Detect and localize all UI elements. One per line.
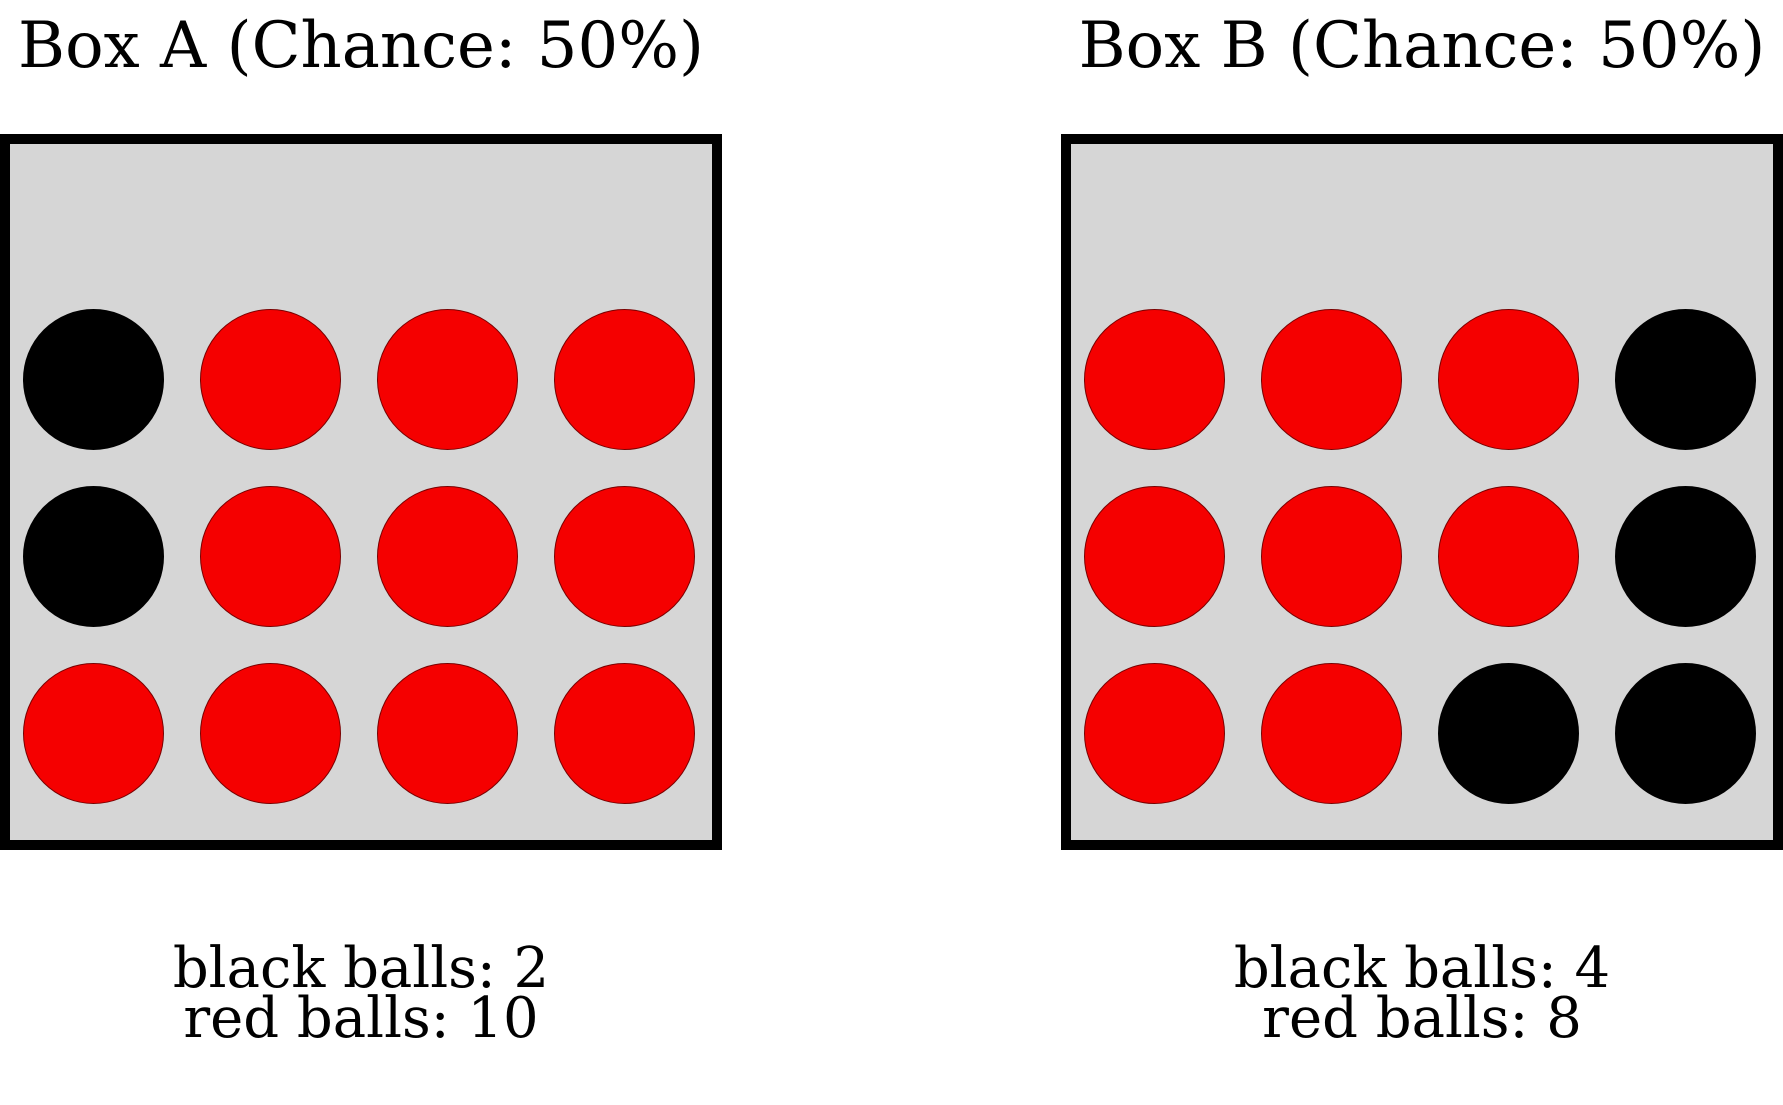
box-b-red-ball: [1084, 663, 1225, 804]
box-a-red-ball: [200, 309, 341, 450]
box-a-red-ball: [554, 486, 695, 627]
box-b-black-ball: [1615, 309, 1756, 450]
box-b-red-ball: [1084, 486, 1225, 627]
box-a-black-count: black balls: 2: [172, 936, 550, 1001]
box-b-container: [1061, 134, 1783, 850]
box-a-red-count: red balls: 10: [183, 986, 539, 1051]
box-a-panel: Box A (Chance: 50%) black balls: 2 red b…: [0, 0, 722, 1105]
box-b-red-count: red balls: 8: [1262, 986, 1582, 1051]
box-a-black-ball: [23, 486, 164, 627]
box-b-red-ball: [1261, 663, 1402, 804]
box-a-red-ball: [377, 309, 518, 450]
box-a-red-ball: [554, 663, 695, 804]
box-b-black-count: black balls: 4: [1233, 936, 1611, 1001]
box-b-black-ball: [1615, 486, 1756, 627]
box-b-counts: black balls: 4 red balls: 8: [1061, 936, 1783, 1051]
box-b-red-ball: [1438, 309, 1579, 450]
box-b-red-ball: [1084, 309, 1225, 450]
box-a-red-ball: [377, 486, 518, 627]
box-b-black-ball: [1438, 663, 1579, 804]
box-b-red-ball: [1261, 486, 1402, 627]
box-b-red-ball: [1438, 486, 1579, 627]
box-a-red-ball: [377, 663, 518, 804]
box-b-black-ball: [1615, 663, 1756, 804]
box-a-red-ball: [200, 663, 341, 804]
box-a-red-ball: [200, 486, 341, 627]
box-a-red-ball: [554, 309, 695, 450]
box-b-red-ball: [1261, 309, 1402, 450]
box-a-black-ball: [23, 309, 164, 450]
box-a-red-ball: [23, 663, 164, 804]
box-a-container: [0, 134, 722, 850]
box-b-title: Box B (Chance: 50%): [1078, 9, 1766, 83]
box-a-counts: black balls: 2 red balls: 10: [0, 936, 722, 1051]
box-b-panel: Box B (Chance: 50%) black balls: 4 red b…: [1061, 0, 1783, 1105]
box-a-title: Box A (Chance: 50%): [18, 9, 704, 83]
